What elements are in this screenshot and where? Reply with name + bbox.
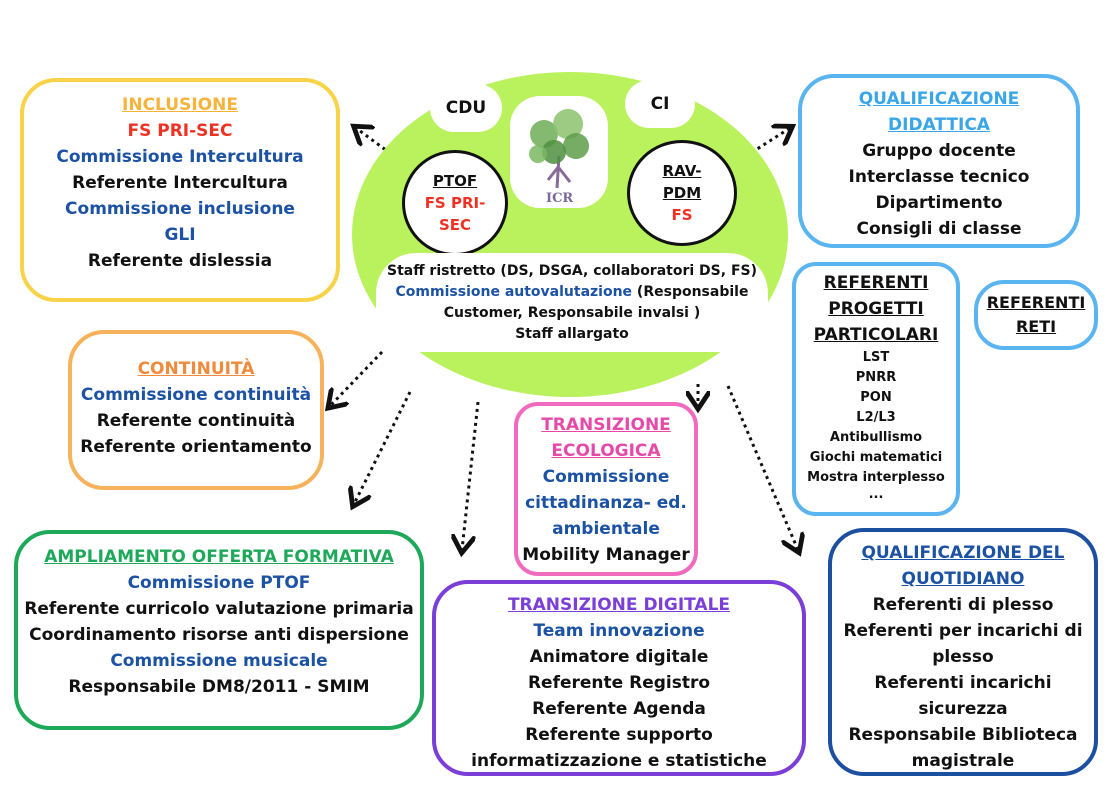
continuita-line: Commissione continuità: [80, 385, 312, 405]
continuita-title: CONTINUITÀ: [137, 359, 255, 379]
ampliamento-line: Responsabile DM8/2011 - SMIM: [68, 677, 370, 697]
continuita-box: CONTINUITÀ Commissione continuità Refere…: [68, 330, 324, 490]
qd-title-2: DIDATTICA: [888, 115, 990, 135]
ci-badge: CI: [625, 80, 695, 128]
reti-box: REFERENTI RETI: [974, 280, 1098, 350]
quotidiano-line: sicurezza: [918, 699, 1008, 719]
quotidiano-line: Referenti di plesso: [872, 595, 1054, 615]
staff-line-1: Staff ristretto (DS, DSGA, collaboratori…: [386, 262, 757, 279]
quotidiano-line: Referenti incarichi: [874, 673, 1052, 693]
qd-line: Gruppo docente: [862, 141, 1016, 161]
progetti-item: PNRR: [855, 370, 897, 385]
continuita-line: Referente continuità: [96, 411, 296, 431]
staff-line-3: Customer, Responsabile invalsi ): [443, 304, 701, 321]
digitale-line: Referente supporto: [525, 725, 713, 745]
rav-pdm-circle: RAV- PDM FS: [627, 140, 737, 246]
ecologica-title-2: ECOLOGICA: [551, 441, 661, 461]
arrow-to-ampliamento: [354, 391, 412, 504]
inclusione-line: GLI: [164, 225, 196, 245]
ecologica-box: TRANSIZIONE ECOLOGICA Commissione cittad…: [514, 402, 698, 576]
rav-title-1: RAV-: [662, 162, 702, 180]
staff-responsabile: (Responsabile: [632, 283, 749, 300]
inclusione-line: Commissione inclusione: [65, 199, 295, 219]
ampliamento-line: Commissione musicale: [110, 651, 328, 671]
digitale-line: informatizzazione e statistiche: [471, 751, 767, 771]
reti-title-1: REFERENTI: [986, 293, 1086, 312]
progetti-title-3: PARTICOLARI: [813, 325, 939, 345]
staff-commissione-autovalutazione: Commissione autovalutazione: [395, 283, 633, 300]
progetti-item: PON: [860, 390, 892, 405]
inclusione-line: Commissione Intercultura: [56, 147, 304, 167]
cdu-label: CDU: [445, 98, 487, 118]
ampliamento-line: Coordinamento risorse anti dispersione: [29, 625, 409, 645]
ampliamento-title: AMPLIAMENTO OFFERTA FORMATIVA: [44, 547, 394, 567]
quotidiano-line: Responsabile Biblioteca: [848, 725, 1078, 745]
ampliamento-box: AMPLIAMENTO OFFERTA FORMATIVA Commission…: [14, 530, 424, 730]
logo-text: ICR: [546, 191, 573, 206]
digitale-box: TRANSIZIONE DIGITALE Team innovazione An…: [432, 580, 806, 776]
progetti-item: LST: [862, 350, 890, 365]
qd-line: Interclasse tecnico: [848, 167, 1030, 187]
staff-line-2: Commissione autovalutazione (Responsabil…: [396, 282, 749, 303]
progetti-item: L2/L3: [856, 410, 896, 425]
digitale-line: Animatore digitale: [529, 647, 709, 667]
ci-label: CI: [650, 94, 670, 114]
progetti-item: ...: [868, 487, 884, 502]
ptof-circle: PTOF FS PRI- SEC: [402, 150, 508, 256]
arrow-to-quotidiano: [726, 385, 798, 550]
rav-title-2: PDM: [662, 184, 702, 202]
ecologica-line: cittadinanza- ed.: [525, 493, 687, 513]
inclusione-line: Referente dislessia: [87, 251, 273, 271]
inclusione-title: INCLUSIONE: [122, 95, 238, 115]
inclusione-box: INCLUSIONE FS PRI-SEC Commissione Interc…: [20, 78, 340, 302]
inclusione-line: Referente Intercultura: [72, 173, 288, 193]
quotidiano-line: magistrale: [911, 751, 1015, 771]
staff-panel: Staff ristretto (DS, DSGA, collaboratori…: [376, 253, 768, 352]
quotidiano-line: Referenti per incarichi di: [843, 621, 1083, 641]
ampliamento-line: Commissione PTOF: [127, 573, 311, 593]
inclusione-line: FS PRI-SEC: [127, 121, 233, 141]
ptof-line-3: SEC: [438, 216, 472, 234]
quotidiano-line: plesso: [932, 647, 994, 667]
quotidiano-title-2: QUOTIDIANO: [901, 569, 1025, 589]
qd-title-1: QUALIFICAZIONE: [858, 89, 1020, 109]
qd-line: Consigli di classe: [856, 219, 1022, 239]
progetti-box: REFERENTI PROGETTI PARTICOLARI LST PNRR …: [792, 262, 960, 516]
ecologica-line: ambientale: [552, 519, 660, 539]
rav-fs: FS: [671, 206, 693, 224]
digitale-line: Referente Agenda: [532, 699, 706, 719]
arrow-to-continuita: [330, 350, 384, 406]
cdu-badge: CDU: [430, 84, 502, 132]
progetti-item: Giochi matematici: [809, 450, 943, 465]
quotidiano-box: QUALIFICAZIONE DEL QUOTIDIANO Referenti …: [828, 528, 1098, 776]
ptof-line-2: FS PRI-: [424, 194, 486, 212]
qd-line: Dipartimento: [875, 193, 1003, 213]
ecologica-title-1: TRANSIZIONE: [541, 415, 671, 435]
quotidiano-title-1: QUALIFICAZIONE DEL: [861, 543, 1065, 563]
digitale-title: TRANSIZIONE DIGITALE: [507, 595, 731, 615]
school-logo: ICR: [510, 96, 608, 208]
digitale-line: Team innovazione: [533, 621, 705, 641]
ptof-title: PTOF: [432, 172, 478, 190]
digitale-line: Referente Registro: [527, 673, 711, 693]
arrow-to-digitale: [462, 401, 480, 550]
ampliamento-line: Referente curricolo valutazione primaria: [24, 599, 414, 619]
qualificazione-didattica-box: QUALIFICAZIONE DIDATTICA Gruppo docente …: [798, 74, 1080, 248]
reti-title-2: RETI: [1015, 317, 1057, 336]
progetti-title-2: PROGETTI: [828, 299, 924, 319]
staff-line-4: Staff allargato: [515, 325, 629, 342]
continuita-line: Referente orientamento: [80, 437, 312, 457]
progetti-title-1: REFERENTI: [823, 273, 929, 293]
progetti-item: Antibullismo: [829, 430, 923, 445]
progetti-item: Mostra interplesso: [807, 470, 945, 485]
ecologica-line: Mobility Manager: [522, 545, 690, 565]
tree-logo-icon: ICR: [529, 109, 589, 206]
ecologica-line: Commissione: [542, 467, 670, 487]
